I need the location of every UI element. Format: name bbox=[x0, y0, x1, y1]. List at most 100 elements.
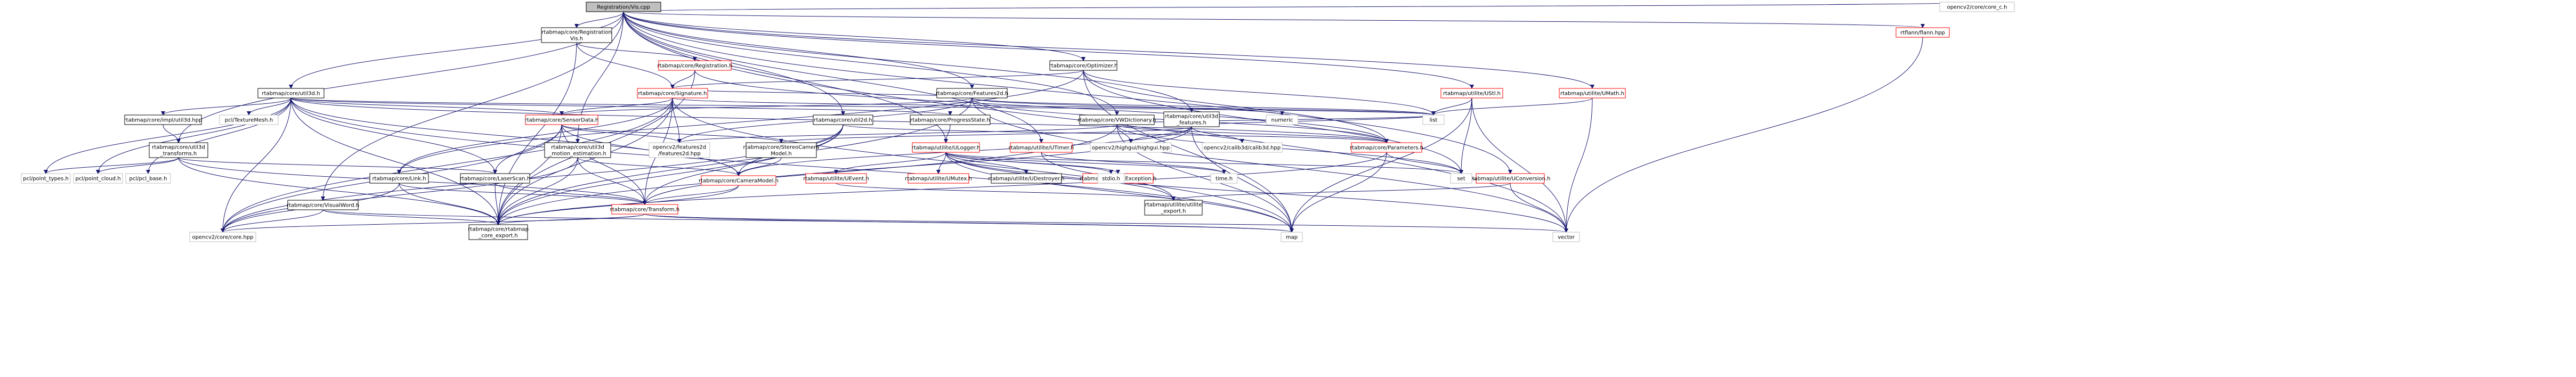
edge-root-to-rtflann_h bbox=[623, 11, 1924, 28]
node-box bbox=[701, 175, 776, 186]
node-time_h[interactable]: time.h bbox=[1210, 173, 1238, 184]
node-util3d_transforms_h[interactable]: rtabmap/core/util3d_transforms.h bbox=[149, 142, 208, 158]
node-pcl_texturemesh[interactable]: pcl/TextureMesh.h bbox=[219, 114, 279, 125]
edge-util3d_motion_h-to-opencv_core_hpp bbox=[221, 157, 578, 233]
node-label: rtabmap/core/rtabmap bbox=[468, 227, 529, 233]
node-numeric[interactable]: numeric bbox=[1266, 114, 1299, 125]
node-ustl_h[interactable]: rtabmap/utilite/UStl.h bbox=[1440, 88, 1503, 99]
node-uevent_h[interactable]: rtabmap/utilite/UEvent.h bbox=[803, 173, 869, 184]
node-util3d_motion_h[interactable]: rtabmap/core/util3d_motion_estimation.h bbox=[544, 142, 611, 158]
node-map[interactable]: map bbox=[1281, 232, 1303, 242]
node-highgui_hpp[interactable]: opencv2/highgui/highgui.hpp bbox=[1090, 142, 1172, 153]
node-label: /features2d.hpp bbox=[658, 151, 701, 157]
edge-ulogger_h-to-vector bbox=[945, 152, 1568, 233]
node-calib3d_hpp[interactable]: opencv2/calib3d/calib3d.hpp bbox=[1202, 142, 1283, 153]
node-box bbox=[541, 27, 612, 43]
node-label: rtabmap/core/Optimizer.h bbox=[1049, 63, 1118, 69]
node-sensordata_h[interactable]: rtabmap/core/SensorData.h bbox=[525, 114, 599, 125]
node-list[interactable]: list bbox=[1422, 114, 1445, 125]
node-util2d_h[interactable]: rtabmap/core/util2d.h bbox=[813, 114, 873, 125]
edge-signature_h-to-map bbox=[672, 97, 1294, 233]
node-label: opencv2/highgui/highgui.hpp bbox=[1092, 145, 1170, 151]
node-pcl_point_types[interactable]: pcl/point_types.h bbox=[21, 173, 71, 184]
node-util3d_h[interactable]: rtabmap/core/util3d.h bbox=[257, 88, 325, 99]
node-features2d_hpp[interactable]: opencv2/features2d/features2d.hpp bbox=[649, 142, 710, 158]
edge-sensordata_h-to-features2d_hpp bbox=[561, 124, 682, 143]
node-pcl_pcl_base[interactable]: pcl/pcl_base.h bbox=[125, 173, 171, 184]
node-label: rtabmap/utilite/UEvent.h bbox=[803, 176, 869, 182]
node-label: rtabmap/core/Registration bbox=[541, 30, 611, 36]
node-visualword_h[interactable]: rtabmap/core/VisualWord.h bbox=[287, 200, 359, 210]
node-opencv_core_c_h[interactable]: opencv2/core/core_c.h bbox=[1939, 2, 2015, 12]
edge-util3d_h-to-pcl_texturemesh bbox=[247, 97, 291, 116]
node-utilite_export_h[interactable]: rtabmap/utilite/utilite_export.h bbox=[1144, 200, 1203, 216]
edge-registration_h-to-signature_h bbox=[670, 70, 695, 89]
node-label: map bbox=[1286, 235, 1298, 241]
node-label: rtabmap/utilite/UConversion.h bbox=[1470, 176, 1550, 182]
node-opencv_core_hpp[interactable]: opencv2/core/core.hpp bbox=[189, 232, 256, 242]
edge-optimizer_h-to-signature_h bbox=[670, 70, 1084, 89]
edge-signature_h-to-opencv_core_hpp bbox=[221, 97, 673, 233]
node-optimizer_h[interactable]: rtabmap/core/Optimizer.h bbox=[1049, 60, 1118, 71]
edge-umath_h-to-vector bbox=[1564, 97, 1593, 233]
edge-parameters_h-to-set bbox=[1386, 152, 1463, 174]
edge-vwdictionary_h-to-set bbox=[1116, 124, 1463, 174]
node-box bbox=[219, 114, 279, 125]
node-registration_h[interactable]: rtabmap/core/Registration.h bbox=[658, 60, 733, 71]
edge-features2d_h-to-list bbox=[971, 97, 1436, 116]
node-label: rtabmap/utilite/utilite bbox=[1145, 202, 1202, 208]
node-udestroyer_h[interactable]: rtabmap/utilite/UDestroyer.h bbox=[988, 173, 1065, 184]
edge-transform_h-to-map bbox=[644, 214, 1294, 233]
node-stdio_h[interactable]: stdio.h bbox=[1097, 173, 1125, 184]
node-box bbox=[1097, 173, 1125, 184]
node-features2d_h[interactable]: rtabmap/core/Features2d.h bbox=[936, 88, 1008, 99]
edge-util2d_h-to-parameters_h bbox=[843, 124, 1389, 143]
edge-ulogger_h-to-umutex_h bbox=[936, 152, 946, 174]
node-label: rtabmap/core/SensorData.h bbox=[525, 118, 599, 124]
node-label: rtabmap/core/LaserScan.h bbox=[460, 176, 530, 182]
node-eigen_defs_hpp[interactable]: rtabmap/core/impl/util3d.hpp bbox=[124, 114, 202, 125]
node-vwdictionary_h[interactable]: rtabmap/core/VWDictionary.h bbox=[1078, 114, 1156, 125]
node-parameters_h[interactable]: rtabmap/core/Parameters.h bbox=[1350, 142, 1423, 153]
node-label: _transforms.h bbox=[160, 151, 197, 157]
edge-ulogger_h-to-set bbox=[945, 152, 1463, 174]
node-link_h[interactable]: rtabmap/core/Link.h bbox=[369, 173, 429, 184]
edge-util3d_motion_h-to-cameramodel_h bbox=[577, 157, 741, 176]
node-transform_h[interactable]: rtabmap/core/Transform.h bbox=[610, 204, 679, 215]
node-rtflann_h[interactable]: rtflann/flann.hpp bbox=[1895, 27, 1950, 38]
edge-util3d_h-to-map bbox=[290, 97, 1294, 233]
node-label: rtabmap/core/util2d.h bbox=[814, 118, 872, 124]
node-label: Model.h bbox=[771, 151, 792, 157]
edge-util3d_h-to-rtabmap_core_export_h bbox=[290, 97, 500, 225]
edge-util3d_h-to-pcl_point_cloud bbox=[96, 97, 291, 174]
node-box bbox=[1422, 114, 1445, 125]
node-box bbox=[658, 60, 732, 71]
edge-ulogger_h-to-stdio_h bbox=[945, 152, 1113, 174]
node-cameramodel_h[interactable]: rtabmap/core/CameraModel.h bbox=[699, 175, 779, 186]
node-util3d_features_h[interactable]: rtabmap/core/util3d_features.h bbox=[1163, 111, 1220, 127]
node-umath_h[interactable]: rtabmap/utilite/UMath.h bbox=[1559, 88, 1626, 99]
node-root[interactable]: Registration/Vis.cpp bbox=[586, 2, 661, 12]
node-pcl_point_cloud[interactable]: pcl/point_cloud.h bbox=[73, 173, 123, 184]
node-label: _features.h bbox=[1176, 120, 1206, 126]
node-vector[interactable]: vector bbox=[1552, 232, 1580, 242]
node-box bbox=[525, 114, 598, 125]
node-label: rtabmap/core/util3d bbox=[152, 145, 205, 151]
node-laserscan_h[interactable]: rtabmap/core/LaserScan.h bbox=[460, 173, 530, 184]
node-label: rtabmap/core/StereoCamera bbox=[743, 145, 820, 151]
node-label: rtabmap/core/Signature.h bbox=[638, 91, 707, 97]
node-progressstate_h[interactable]: rtabmap/core/ProgressState.h bbox=[910, 114, 991, 125]
node-box bbox=[637, 88, 708, 99]
node-uconversion_h[interactable]: rtabmap/utilite/UConversion.h bbox=[1470, 173, 1551, 184]
node-ulogger_h[interactable]: rtabmap/utilite/ULogger.h bbox=[912, 142, 981, 153]
edge-rtflann_h-to-vector bbox=[1564, 37, 1923, 233]
node-umutex_h[interactable]: rtabmap/utilite/UMutex.h bbox=[905, 173, 972, 184]
edge-visualword_h-to-opencv_core_hpp bbox=[221, 209, 323, 233]
node-signature_h[interactable]: rtabmap/core/Signature.h bbox=[637, 88, 708, 99]
node-utimer_h[interactable]: rtabmap/utilite/UTimer.h bbox=[1009, 142, 1074, 153]
node-set[interactable]: set bbox=[1450, 173, 1472, 184]
node-label: set bbox=[1457, 176, 1465, 182]
node-rtabmap_core_export_h[interactable]: rtabmap/core/rtabmap_core_export.h bbox=[468, 224, 529, 240]
